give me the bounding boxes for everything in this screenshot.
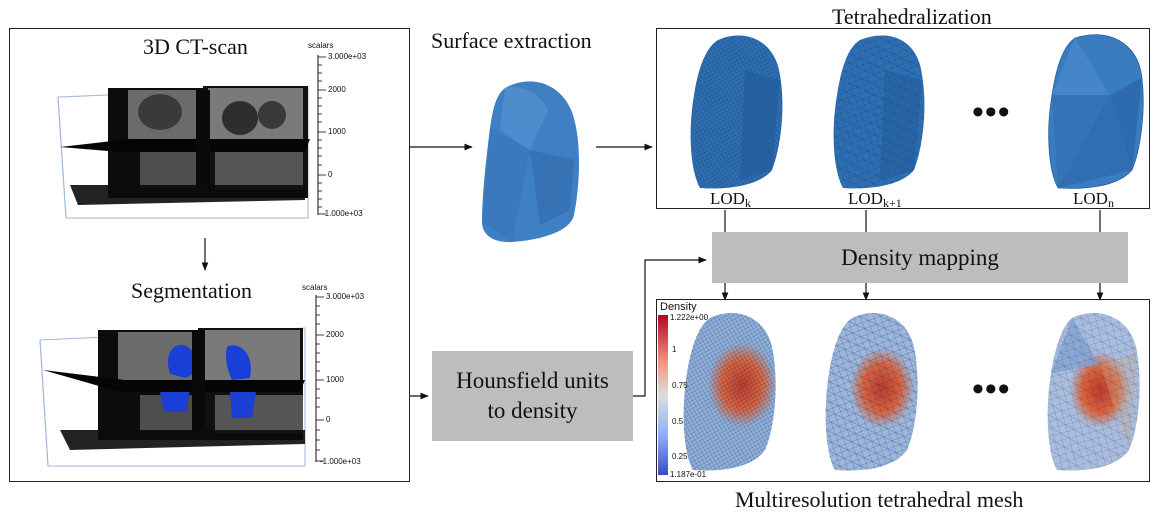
lod-label-k1: LODk+1 — [848, 189, 902, 210]
density-legend-tick: 0.75 — [672, 381, 688, 390]
ct-scan-volume — [57, 86, 310, 219]
hounsfield-line1: Hounsfield units — [456, 368, 609, 394]
hounsfield-box: Hounsfield units to density — [432, 351, 633, 441]
multires-ellipsis: ••• — [972, 371, 1011, 408]
seg-colorbar-tick: -1.000e+03 — [320, 457, 361, 466]
seg-colorbar-title: scalars — [302, 283, 328, 292]
ct-colorbar-axis — [317, 55, 326, 215]
multires-panel-frame — [656, 299, 1150, 482]
density-legend-tick: 0.5 — [672, 417, 684, 426]
ct-panel-frame — [9, 28, 410, 482]
ct-scan-title: 3D CT-scan — [143, 34, 248, 59]
tetra-ellipsis: ••• — [972, 94, 1011, 131]
seg-colorbar-tick: 0 — [326, 415, 331, 424]
ct-colorbar-title: scalars — [308, 41, 334, 50]
density-mapping-box: Density mapping — [712, 232, 1128, 283]
seg-colorbar-tick: 1000 — [326, 375, 344, 384]
tetra-panel-frame — [656, 28, 1150, 209]
density-legend-title: Density — [660, 301, 697, 313]
density-colorbar — [658, 315, 668, 475]
ct-colorbar-tick: -1.000e+03 — [322, 209, 363, 218]
seg-colorbar-tick: 3.000e+03 — [326, 292, 365, 301]
segmentation-volume — [39, 327, 306, 467]
surface-extraction-title: Surface extraction — [431, 28, 592, 53]
hounsfield-line2: to density — [487, 398, 578, 423]
ct-colorbar-tick: 2000 — [328, 85, 346, 94]
multires-caption: Multiresolution tetrahedral mesh — [735, 487, 1024, 512]
density-legend-tick: 1.222e+00 — [670, 313, 709, 322]
ct-colorbar-tick: 3.000e+03 — [328, 52, 367, 61]
density-lung-1 — [683, 313, 776, 471]
tetrahedralization-title: Tetrahedralization — [832, 4, 992, 29]
density-lung-2 — [825, 313, 918, 471]
ct-colorbar-tick: 1000 — [328, 127, 346, 136]
lod-connectors — [721, 210, 1104, 301]
density-legend-tick: 0.25 — [672, 452, 688, 461]
arrow-hounsfield-to-density-mapping — [633, 256, 707, 397]
surface-lung-shape — [482, 81, 579, 243]
seg-colorbar-axis — [315, 295, 324, 462]
tetra-lung-lod-k1 — [833, 35, 925, 189]
lod-label-n: LODn — [1073, 189, 1114, 210]
seg-colorbar-tick: 2000 — [326, 330, 344, 339]
density-legend-tick: 1.187e-01 — [670, 470, 707, 479]
density-lung-3 — [1047, 313, 1140, 471]
density-mapping-label: Density mapping — [841, 244, 999, 270]
tetra-lung-lod-n — [1048, 34, 1144, 189]
lod-label-k: LODk — [710, 189, 751, 210]
density-legend-tick: 1 — [672, 345, 677, 354]
tetra-lung-lod-k — [690, 35, 783, 189]
segmentation-title: Segmentation — [131, 278, 252, 303]
ct-colorbar-tick: 0 — [328, 170, 333, 179]
